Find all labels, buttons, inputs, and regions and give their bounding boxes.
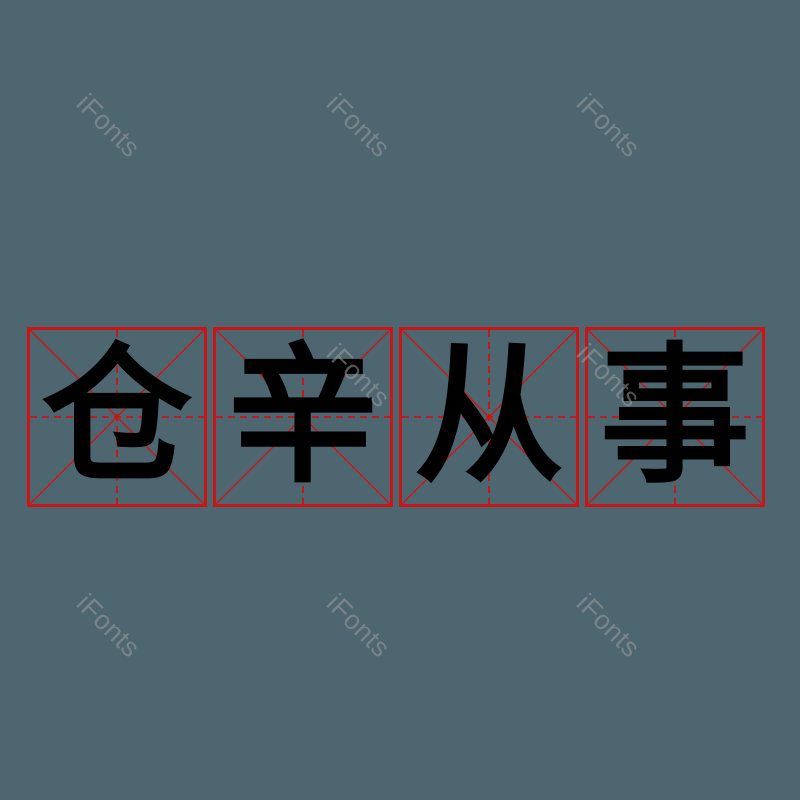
character-glyph-2: 辛 [227, 330, 378, 504]
character-glyph-3: 从 [413, 330, 564, 504]
character-glyph-4: 事 [599, 330, 750, 504]
character-grid-row: 仓 辛 从 [27, 327, 771, 509]
watermark-text: iFonts [570, 88, 647, 164]
watermark-text: iFonts [320, 588, 397, 664]
watermark-text: iFonts [70, 88, 147, 164]
character-cell-4: 事 [585, 327, 765, 507]
character-cell-2: 辛 [213, 327, 393, 507]
character-cell-1: 仓 [27, 327, 207, 507]
character-glyph-1: 仓 [41, 330, 192, 504]
watermark-text: iFonts [570, 588, 647, 664]
character-cell-3: 从 [399, 327, 579, 507]
watermark-text: iFonts [320, 88, 397, 164]
watermark-text: iFonts [70, 588, 147, 664]
